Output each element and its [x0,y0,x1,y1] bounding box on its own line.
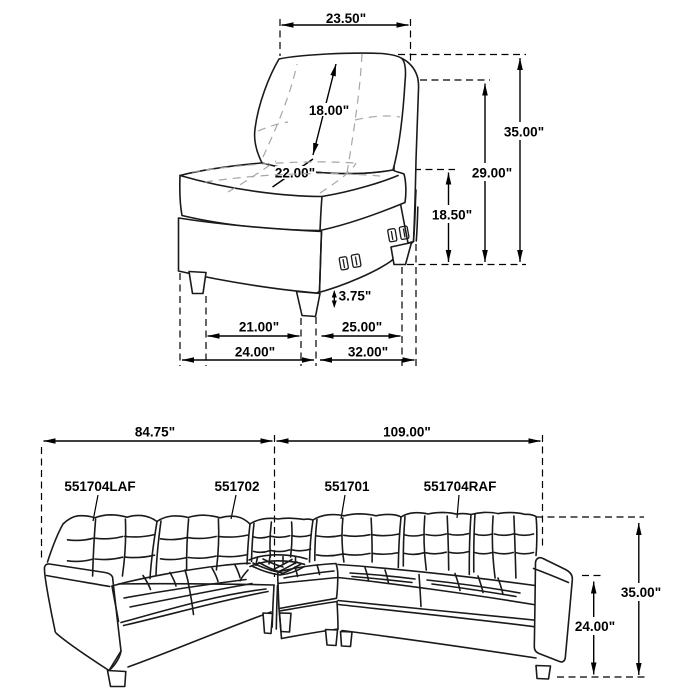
svg-text:22.00": 22.00" [275,166,315,181]
svg-text:18.50": 18.50" [432,208,472,223]
svg-text:35.00": 35.00" [621,585,661,600]
svg-text:18.00": 18.00" [309,103,349,118]
svg-text:21.00": 21.00" [239,320,279,335]
svg-text:551704LAF: 551704LAF [64,479,135,494]
svg-text:25.00": 25.00" [342,320,382,335]
svg-text:3.75": 3.75" [339,289,372,304]
svg-text:24.00": 24.00" [575,619,615,634]
svg-text:109.00": 109.00" [383,425,431,440]
svg-text:35.00": 35.00" [504,125,544,140]
svg-text:551701: 551701 [324,479,370,494]
svg-text:32.00": 32.00" [348,345,388,360]
svg-text:24.00": 24.00" [235,345,275,360]
svg-text:23.50": 23.50" [326,11,366,26]
svg-text:551702: 551702 [214,479,259,494]
svg-text:551704RAF: 551704RAF [424,479,497,494]
svg-text:29.00": 29.00" [472,166,512,181]
svg-text:84.75": 84.75" [135,425,175,440]
